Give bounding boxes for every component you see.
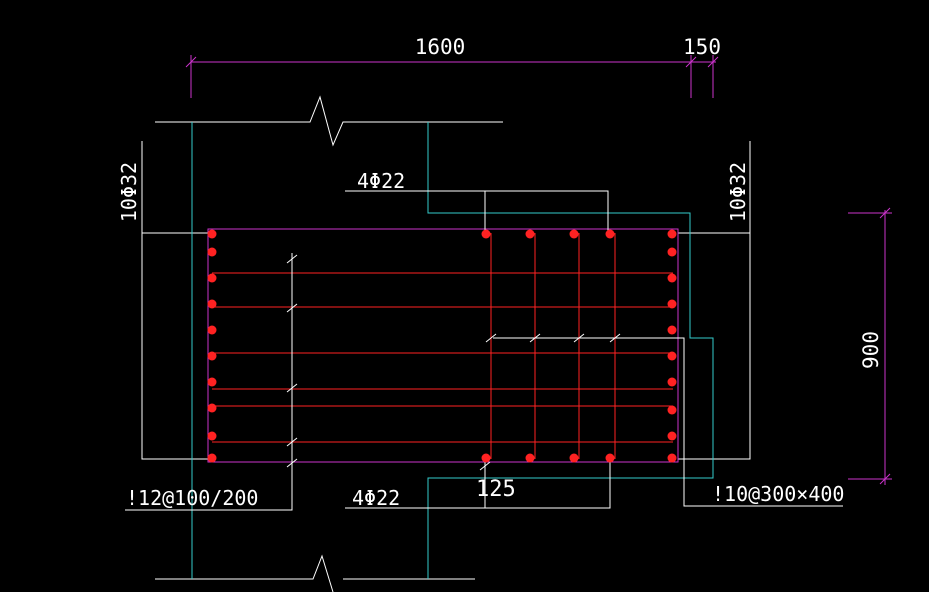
section-outline (207, 228, 679, 463)
right-rebar-label: 10Φ32 (726, 162, 750, 222)
upper-wall-outline (155, 95, 503, 147)
stirrup-left-label: !12@100/200 (126, 486, 258, 510)
top-rebar-label: 4Φ22 (357, 169, 405, 193)
leader-lines (125, 190, 843, 511)
dim-900-label: 900 (859, 331, 883, 369)
offset-label: 125 (476, 477, 516, 502)
side-walls (141, 141, 751, 460)
stirrup-right-label: !10@300×400 (712, 482, 844, 506)
right-dimension (848, 207, 892, 485)
top-dimension (185, 55, 719, 98)
lower-wall-outline (155, 554, 475, 592)
rebar-dots (207, 229, 677, 463)
left-rebar-label: 10Φ32 (117, 162, 141, 222)
axis-lines (191, 122, 714, 579)
dim-150-label: 150 (683, 35, 721, 59)
bottom-rebar-label: 4Φ22 (352, 486, 400, 510)
vertical-rebars (490, 233, 616, 459)
horizontal-rebars (212, 272, 673, 443)
dim-1600-label: 1600 (415, 35, 466, 59)
tick-marks (286, 254, 621, 471)
